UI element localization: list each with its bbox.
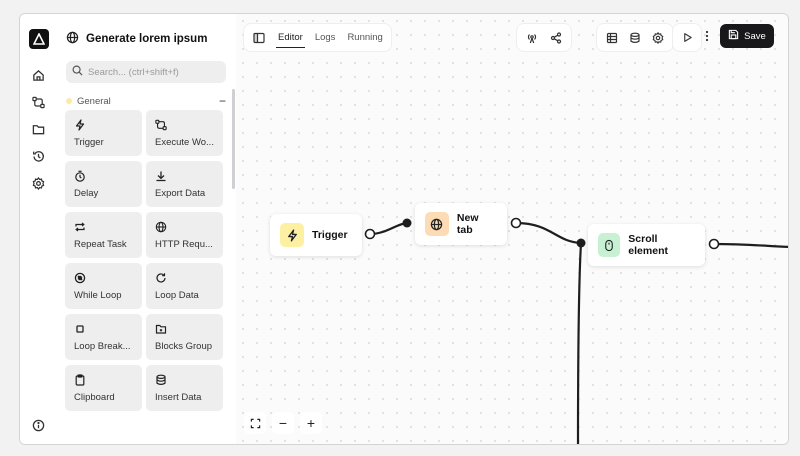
nav-rail: [20, 14, 56, 444]
block-label: Delay: [74, 188, 99, 199]
settings-icon[interactable]: [649, 29, 667, 47]
block-label: Loop Data: [155, 290, 199, 301]
panel-scrollbar[interactable]: [232, 89, 235, 189]
folder-icon: [155, 322, 168, 335]
block-http-request[interactable]: HTTP Requ...: [146, 212, 223, 258]
history-icon[interactable]: [29, 147, 47, 165]
node-label: New tab: [456, 212, 479, 236]
node-trigger[interactable]: Trigger: [270, 214, 362, 256]
folder-icon[interactable]: [29, 120, 47, 138]
block-execute-workflow[interactable]: Execute Wo...: [146, 110, 223, 156]
block-while-loop[interactable]: While Loop: [65, 263, 142, 309]
block-insert-data[interactable]: Insert Data: [146, 365, 223, 411]
play-icon[interactable]: [678, 29, 696, 47]
tab-running[interactable]: Running: [347, 32, 383, 43]
clipboard-icon: [74, 373, 87, 386]
scroll-output-port: [708, 238, 720, 250]
block-trigger[interactable]: Trigger: [65, 110, 142, 156]
group-dot: [66, 98, 72, 104]
lightning-icon: [280, 223, 304, 247]
block-clipboard[interactable]: Clipboard: [65, 365, 142, 411]
blocks-panel: Generate lorem ipsum General − Trigger E…: [56, 14, 236, 444]
node-scroll-element[interactable]: Scroll element: [588, 224, 705, 266]
group-label: General: [77, 95, 111, 107]
edge-newtab-down: [576, 242, 583, 444]
fullscreen-icon[interactable]: [244, 412, 266, 434]
block-label: While Loop: [74, 290, 122, 301]
app-logo[interactable]: [29, 29, 49, 49]
block-export-data[interactable]: Export Data: [146, 161, 223, 207]
globe-icon: [155, 220, 168, 233]
block-loop-data[interactable]: Loop Data: [146, 263, 223, 309]
block-label: Insert Data: [155, 392, 202, 403]
block-label: Blocks Group: [155, 341, 213, 352]
block-delay[interactable]: Delay: [65, 161, 142, 207]
collapse-button[interactable]: −: [218, 94, 226, 108]
block-label: Export Data: [155, 188, 206, 199]
node-label: Trigger: [312, 229, 348, 241]
share-toolbar: [517, 24, 571, 51]
search-icon: [72, 63, 83, 81]
node-new-tab[interactable]: New tab: [415, 203, 507, 245]
workflow-icon: [155, 118, 168, 131]
refresh-icon: [155, 271, 168, 284]
blocks-grid: Trigger Execute Wo... Delay Export Data …: [65, 110, 225, 411]
settings-icon[interactable]: [29, 174, 47, 192]
zoom-controls: − +: [244, 412, 322, 434]
table-icon[interactable]: [603, 29, 621, 47]
run-toolbar: [673, 24, 701, 51]
while-loop-icon: [74, 271, 87, 284]
workflow-canvas[interactable]: Editor Logs Running: [236, 14, 788, 444]
zoom-out-button[interactable]: −: [272, 412, 294, 434]
workflow-title[interactable]: Generate lorem ipsum: [66, 31, 207, 47]
edge-scroll-out: [713, 242, 788, 249]
scroll-input-port: [576, 238, 586, 248]
block-label: Trigger: [74, 137, 104, 148]
editor-tabs: Editor Logs Running: [244, 24, 391, 51]
timer-icon: [74, 169, 87, 182]
block-label: Loop Break...: [74, 341, 131, 352]
tab-editor[interactable]: Editor: [276, 28, 305, 48]
trigger-output-port: [364, 228, 376, 240]
home-icon[interactable]: [29, 66, 47, 84]
database-icon[interactable]: [626, 29, 644, 47]
globe-icon: [66, 31, 79, 47]
save-label: Save: [744, 30, 766, 42]
globe-icon: [425, 212, 449, 236]
newtab-output-port: [510, 217, 522, 229]
workflow-icon[interactable]: [29, 93, 47, 111]
data-toolbar: [597, 24, 673, 51]
block-label: Execute Wo...: [155, 137, 214, 148]
app-window: Generate lorem ipsum General − Trigger E…: [19, 13, 789, 445]
block-label: HTTP Requ...: [155, 239, 213, 250]
search-input[interactable]: [88, 66, 218, 78]
database-icon: [155, 373, 168, 386]
zoom-in-button[interactable]: +: [300, 412, 322, 434]
block-group-header[interactable]: General −: [66, 94, 226, 108]
sidebar-toggle-icon[interactable]: [250, 29, 268, 47]
stop-icon: [74, 322, 87, 335]
workflow-title-text: Generate lorem ipsum: [86, 33, 208, 45]
edge-newtab-scroll: [515, 221, 582, 245]
repeat-icon: [74, 220, 87, 233]
tab-logs[interactable]: Logs: [314, 32, 336, 43]
more-options-icon[interactable]: [698, 27, 716, 45]
info-icon[interactable]: [29, 416, 47, 434]
edge-trigger-newtab: [369, 221, 408, 236]
lightning-icon: [74, 118, 87, 131]
download-icon: [155, 169, 168, 182]
block-repeat-task[interactable]: Repeat Task: [65, 212, 142, 258]
save-icon: [728, 29, 739, 43]
search-box[interactable]: [66, 61, 226, 83]
share-icon[interactable]: [547, 29, 565, 47]
block-loop-breakpoint[interactable]: Loop Break...: [65, 314, 142, 360]
newtab-input-port: [402, 218, 412, 228]
save-button[interactable]: Save: [720, 24, 774, 48]
node-label: Scroll element: [628, 233, 668, 257]
block-label: Clipboard: [74, 392, 115, 403]
block-blocks-group[interactable]: Blocks Group: [146, 314, 223, 360]
block-label: Repeat Task: [74, 239, 127, 250]
mouse-icon: [598, 233, 621, 257]
broadcast-icon[interactable]: [523, 29, 541, 47]
